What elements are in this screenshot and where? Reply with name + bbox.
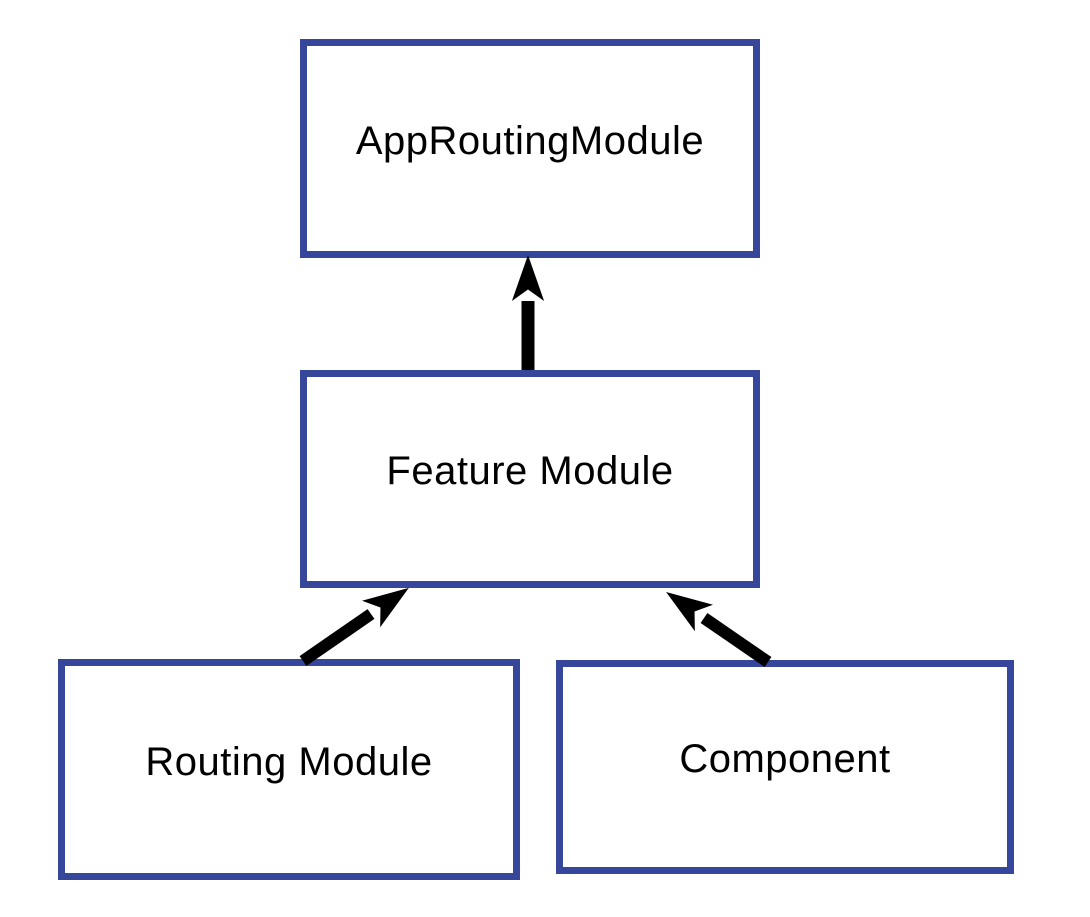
node-app-routing-module: AppRoutingModule: [300, 39, 760, 258]
node-routing-module-label: Routing Module: [145, 739, 433, 784]
arrow-routing-to-feature: [299, 587, 409, 666]
node-feature-module-label: Feature Module: [386, 449, 674, 493]
node-feature-module: Feature Module: [300, 370, 760, 588]
arrow-component-to-feature: [666, 591, 772, 667]
node-component-label: Component: [679, 737, 891, 781]
node-app-routing-module-label: AppRoutingModule: [355, 118, 705, 163]
node-component: Component: [556, 660, 1014, 874]
node-routing-module: Routing Module: [58, 659, 520, 880]
